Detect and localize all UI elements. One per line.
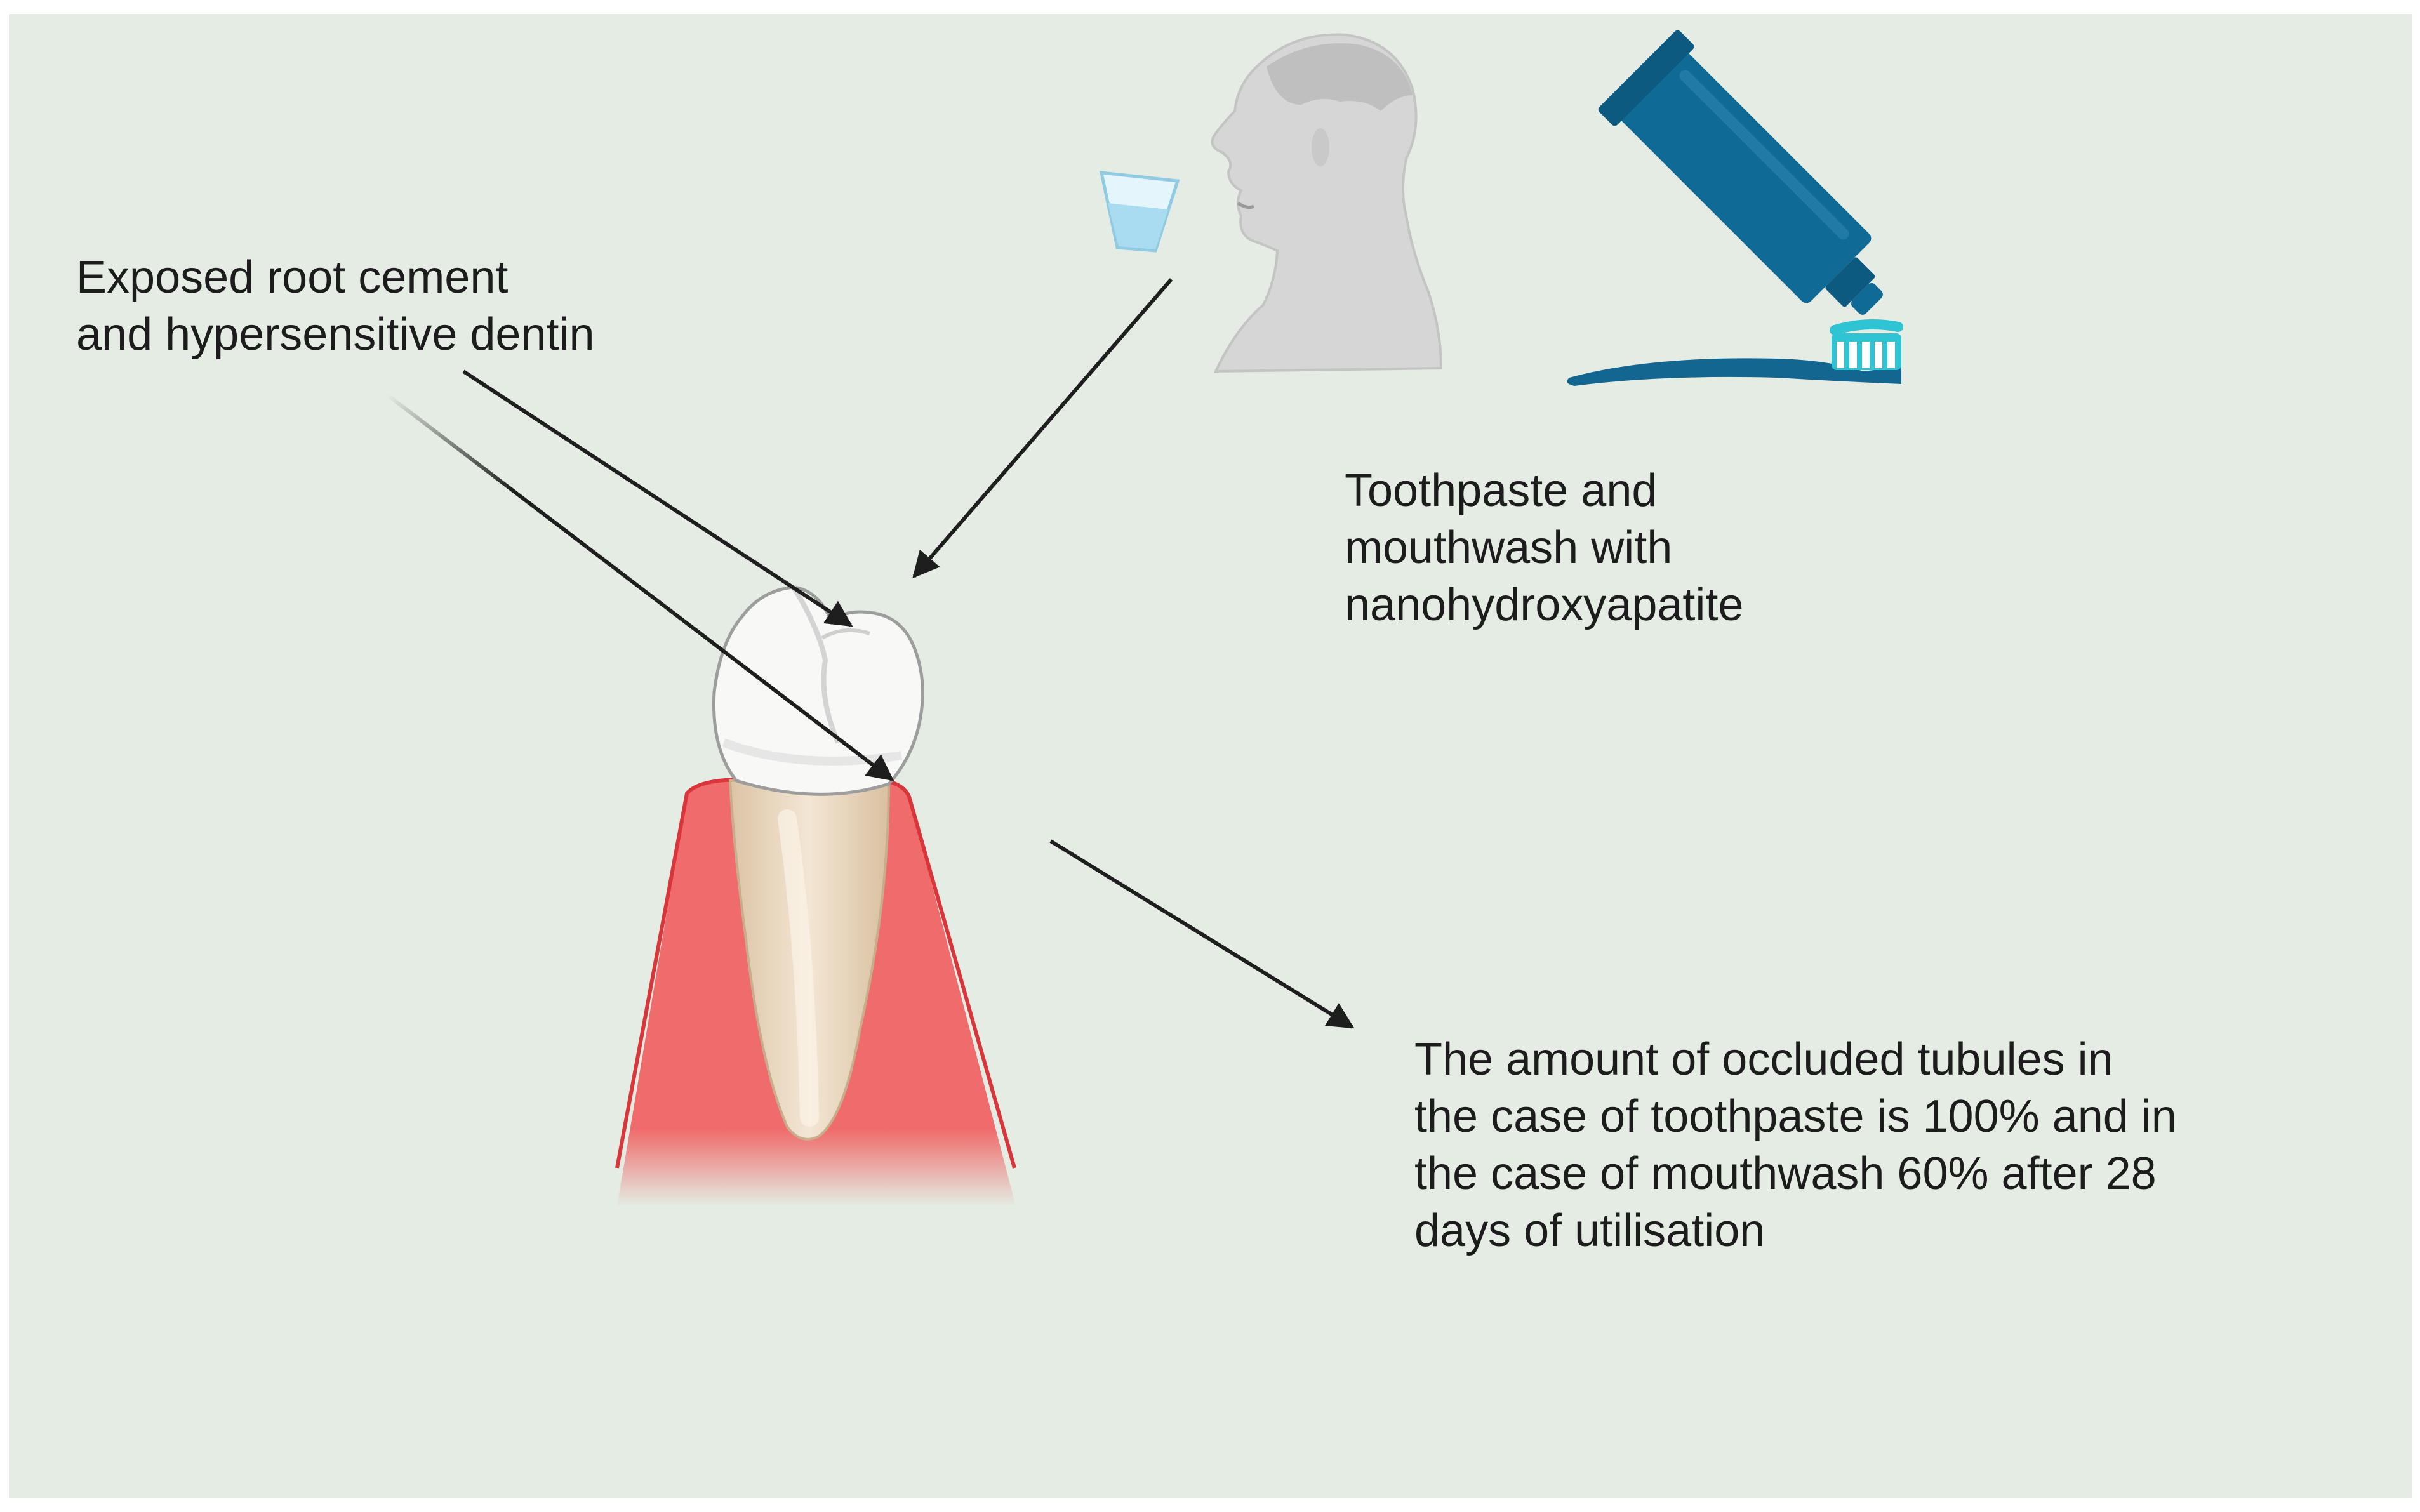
person-drinking-icon	[1211, 33, 1443, 373]
toothbrush-icon	[1567, 319, 1903, 386]
toothpaste-tube-icon	[1598, 30, 1883, 315]
label-line: the case of mouthwash 60% after 28	[1414, 1148, 2157, 1199]
person-silhouette	[1211, 33, 1443, 373]
label-occluded-tubules-result: The amount of occluded tubules in the ca…	[1414, 1031, 2177, 1259]
label-line: the case of toothpaste is 100% and in	[1414, 1091, 2177, 1142]
label-exposed-root: Exposed root cement and hypersensitive d…	[76, 249, 595, 363]
arrow-glass-to-tooth	[912, 278, 1173, 579]
label-line: nanohydroxyapatite	[1345, 580, 1744, 630]
arrow-label-to-crown	[462, 369, 853, 627]
label-toothpaste-mouthwash: Toothpaste and mouthwash with nanohydrox…	[1345, 462, 1743, 633]
label-line: Exposed root cement	[76, 252, 509, 303]
tooth-icon	[615, 585, 1016, 1206]
label-line: mouthwash with	[1345, 522, 1673, 573]
label-line: days of utilisation	[1414, 1205, 1765, 1256]
arrow-label-to-root	[386, 393, 894, 781]
glass-icon	[1099, 171, 1180, 253]
label-line: The amount of occluded tubules in	[1414, 1034, 2113, 1085]
diagram-background	[9, 14, 2412, 1498]
label-line: and hypersensitive dentin	[76, 309, 595, 360]
arrow-tooth-to-result	[1049, 839, 1355, 1029]
label-line: Toothpaste and	[1345, 465, 1658, 516]
